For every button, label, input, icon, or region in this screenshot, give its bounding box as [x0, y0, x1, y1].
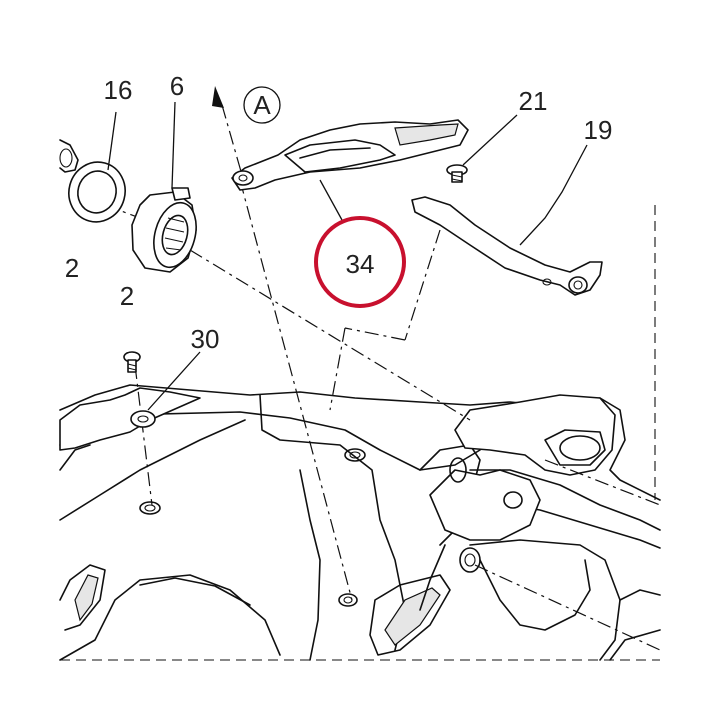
reference-letter-a: A [253, 90, 271, 120]
part-partial-left [59, 139, 79, 173]
pivot-bracket [429, 394, 616, 573]
callout-21: 21 [519, 86, 548, 116]
leader-lines [107, 101, 588, 411]
arrowhead-icon [212, 86, 224, 108]
assembly-centerlines [104, 179, 661, 651]
part-30-washer [130, 410, 156, 428]
callout-2-bolt: 2 [120, 281, 134, 311]
callout-6: 6 [170, 71, 184, 101]
part-21-screw [446, 164, 468, 183]
callout-2-left: 2 [65, 253, 79, 283]
part-34-cover [231, 119, 469, 191]
frame-holes [139, 448, 366, 607]
callout-34: 34 [346, 249, 375, 279]
callout-30: 30 [191, 324, 220, 354]
reference-circle [243, 86, 281, 124]
callout-19: 19 [584, 115, 613, 145]
part-2-bolt [123, 351, 141, 373]
highlight-circle [314, 216, 406, 308]
part-19-bracket [411, 196, 603, 296]
left-bracket [59, 387, 201, 471]
part-6-ring-nut [131, 187, 197, 273]
part-16-washer [68, 161, 126, 223]
reference-arrow-a: A [212, 86, 281, 176]
callout-16: 16 [104, 75, 133, 105]
